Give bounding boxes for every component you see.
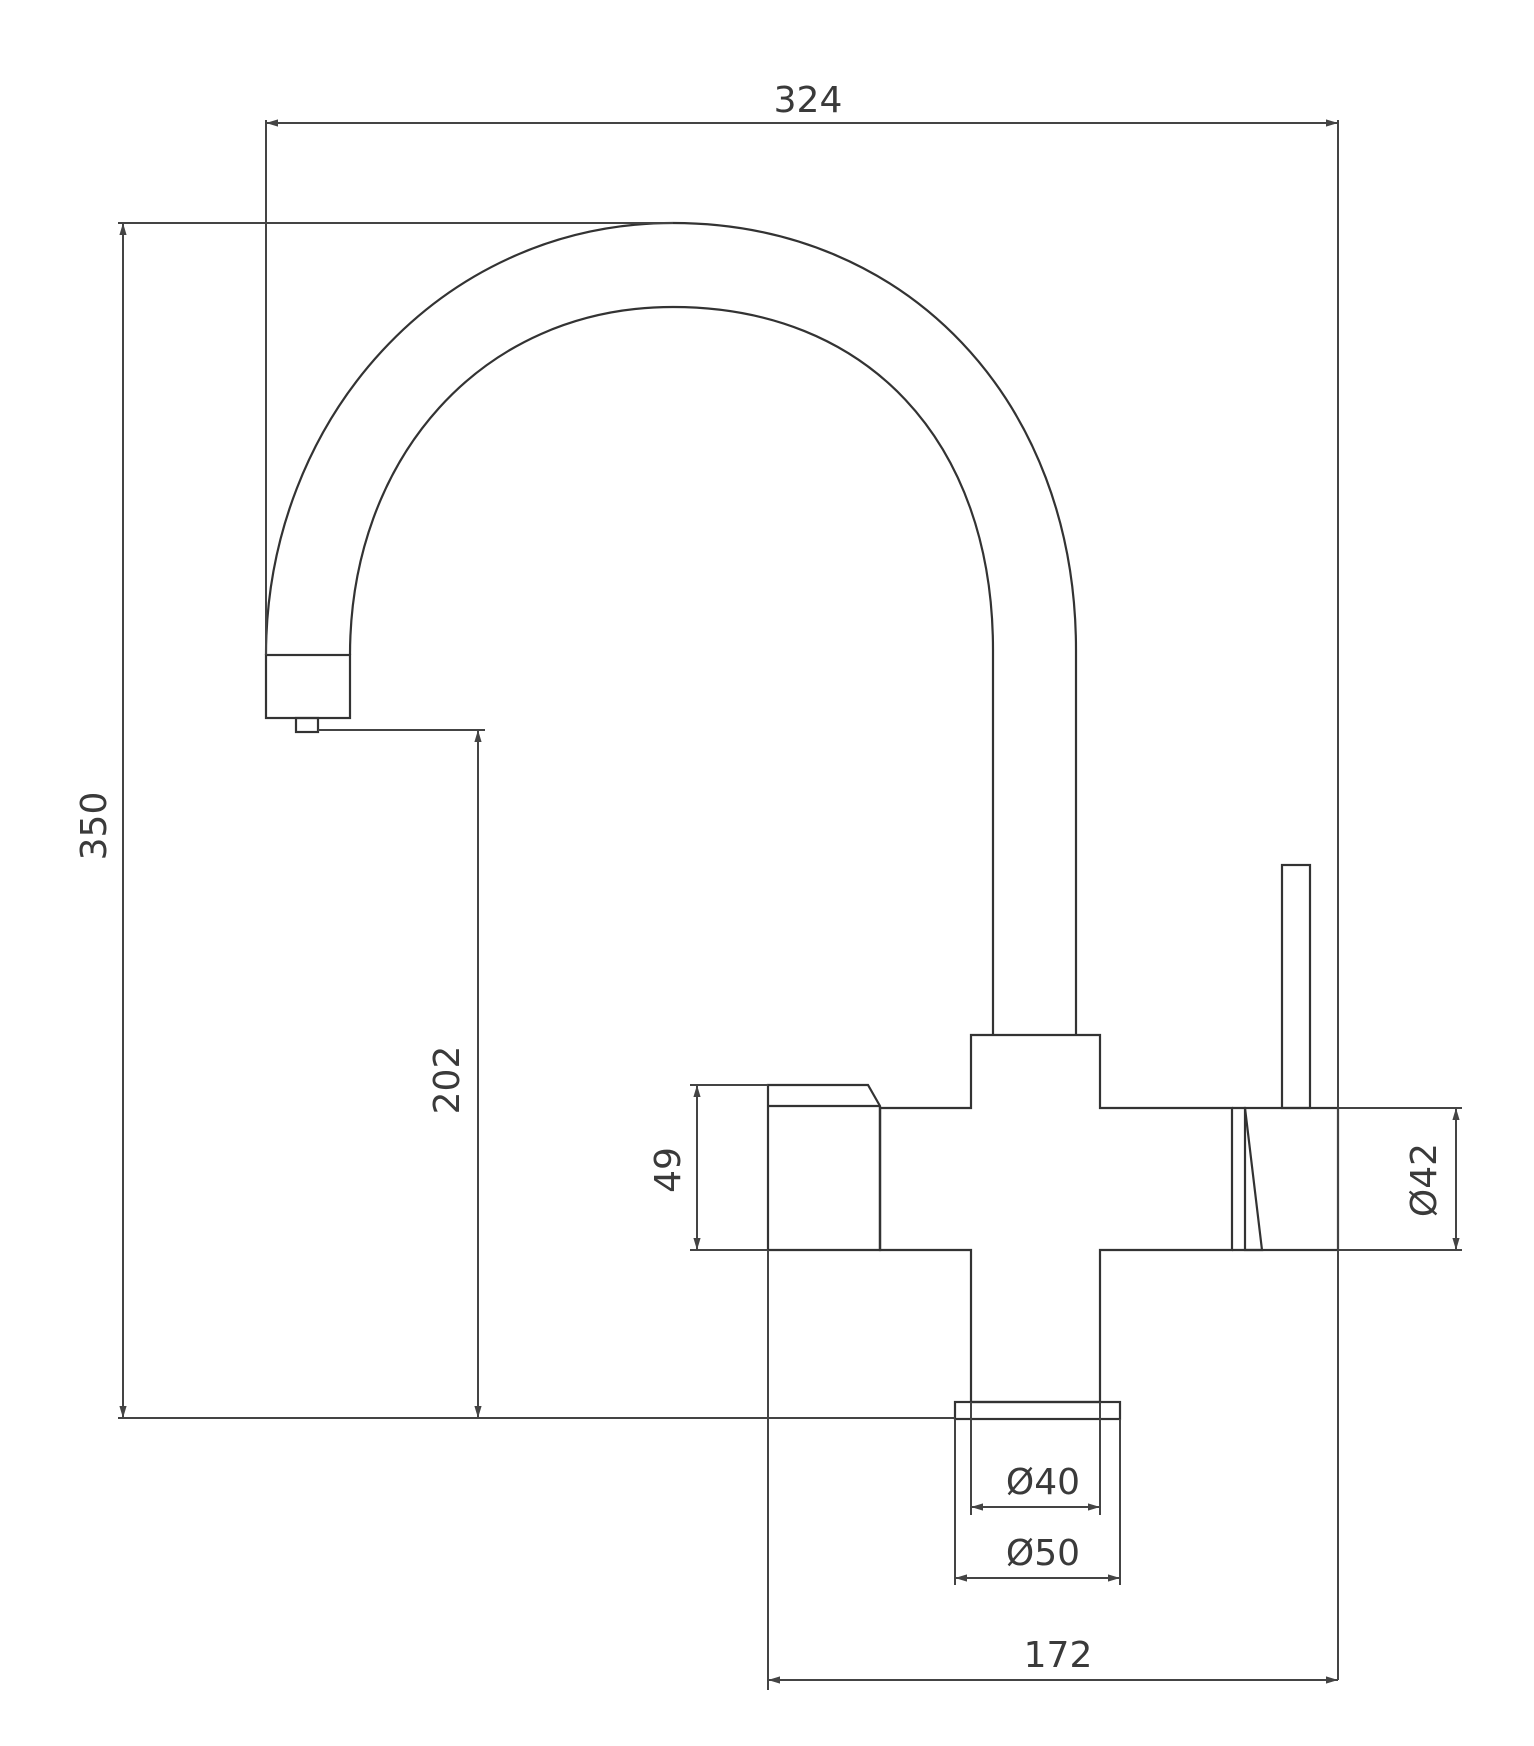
spout-outer-arc bbox=[264, 221, 1078, 1035]
right-lever-collar bbox=[1232, 1106, 1264, 1252]
label-handle-height: 49 bbox=[648, 1147, 689, 1193]
dimension-lines bbox=[118, 119, 1462, 1690]
label-overall-height: 350 bbox=[74, 792, 115, 861]
dimension-labels: 324 350 202 49 Ø42 Ø40 Ø50 172 bbox=[74, 80, 1445, 1676]
faucet-outline bbox=[264, 221, 1340, 1421]
label-overall-width: 324 bbox=[774, 80, 843, 121]
label-spout-height: 202 bbox=[427, 1046, 468, 1115]
faucet-body-cross bbox=[878, 1033, 1234, 1404]
spout-aerator bbox=[264, 653, 352, 720]
label-base-outer-diameter: Ø50 bbox=[1006, 1533, 1080, 1574]
label-body-width: 172 bbox=[1024, 1635, 1093, 1676]
label-base-inner-diameter: Ø40 bbox=[1006, 1462, 1080, 1503]
spout-inner-arc bbox=[348, 305, 995, 1035]
lever-stick bbox=[1280, 863, 1312, 1110]
spout-nozzle bbox=[294, 716, 320, 734]
left-handle bbox=[766, 1083, 882, 1252]
base-plate bbox=[953, 1400, 1122, 1421]
label-lever-diameter: Ø42 bbox=[1404, 1143, 1445, 1217]
